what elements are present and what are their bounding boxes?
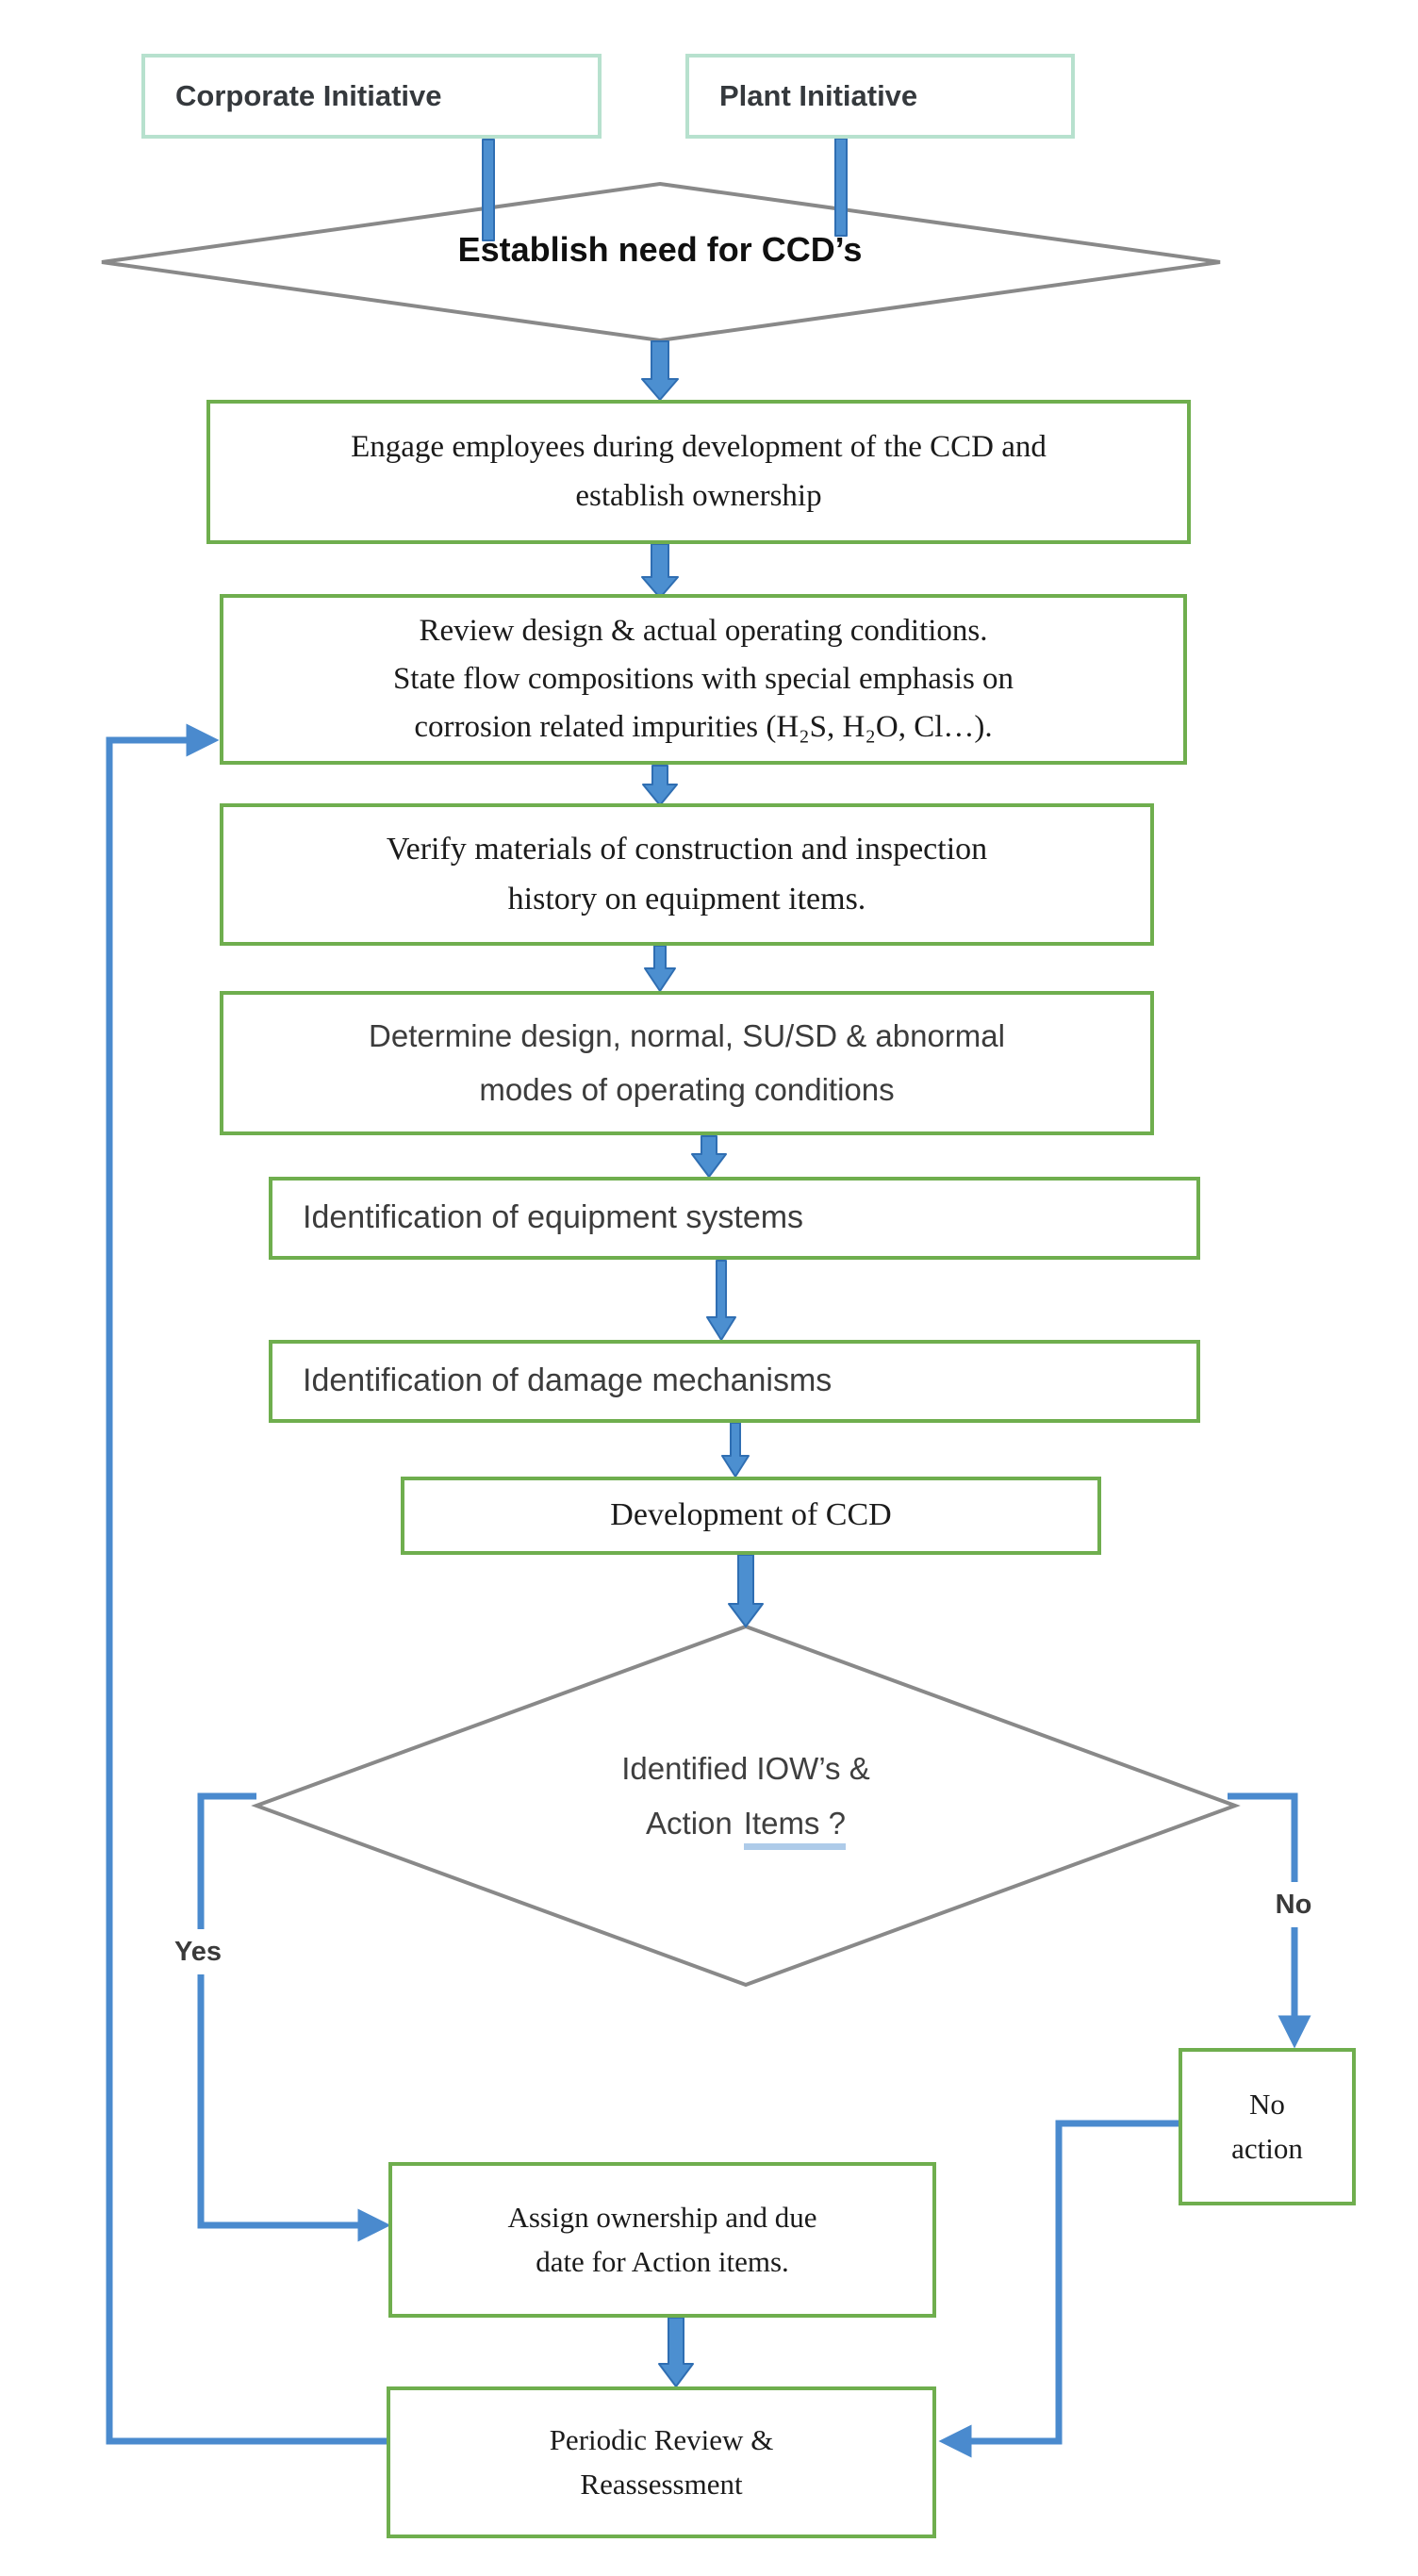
- node-engage-line2: establish ownership: [575, 478, 822, 513]
- node-identification-damage: Identification of damage mechanisms: [269, 1340, 1200, 1423]
- node-no-action-line2: action: [1231, 2131, 1303, 2165]
- connector-no-branch: [1228, 1792, 1311, 2049]
- node-identified-iow-line2-underlined: Items ?: [743, 1806, 846, 1850]
- connector-feedback-loop: [106, 723, 387, 2445]
- arrow-review-to-verify: [642, 765, 678, 806]
- node-assign-ownership: Assign ownership and due date for Action…: [388, 2162, 936, 2318]
- arrow-verify-to-determine: [644, 945, 676, 992]
- node-establish-need-label: Establish need for CCD’s: [457, 230, 863, 269]
- connector-noaction-to-periodic: [938, 2120, 1179, 2458]
- node-verify-line1: Verify materials of construction and ins…: [386, 831, 988, 867]
- node-review-design: Review design & actual operating conditi…: [220, 594, 1187, 765]
- node-identified-iow-line2: Action Items ?: [646, 1796, 846, 1851]
- node-determine-line1: Determine design, normal, SU/SD & abnorm…: [369, 1018, 1005, 1054]
- node-periodic-line1: Periodic Review &: [549, 2423, 774, 2456]
- node-determine-line2: modes of operating conditions: [479, 1071, 895, 1107]
- edge-label-yes: Yes: [160, 1929, 236, 1974]
- node-determine-modes: Determine design, normal, SU/SD & abnorm…: [220, 991, 1154, 1135]
- node-verify-line2: history on equipment items.: [507, 881, 866, 916]
- edge-label-no: No: [1256, 1882, 1331, 1927]
- arrow-diamond1-to-engage: [641, 340, 679, 401]
- node-no-action-line1: No: [1249, 2088, 1285, 2121]
- node-plant-initiative: Plant Initiative: [685, 54, 1075, 139]
- diamond-identified-iow: [251, 1624, 1241, 1988]
- node-periodic-review: Periodic Review & Reassessment: [387, 2386, 936, 2538]
- node-engage-line1: Engage employees during development of t…: [351, 430, 1047, 465]
- node-identified-iow-label: Identified IOW’s & Action Items ?: [416, 1721, 1076, 1872]
- node-identification-equipment: Identification of equipment systems: [269, 1177, 1200, 1260]
- stub-corporate-to-diamond1: [482, 139, 495, 241]
- node-engage-employees: Engage employees during development of t…: [206, 400, 1191, 544]
- stub-plant-to-diamond1: [834, 138, 848, 237]
- arrow-engage-to-review: [641, 543, 679, 599]
- node-assign-line2: date for Action items.: [536, 2244, 789, 2278]
- node-corporate-initiative: Corporate Initiative: [141, 54, 602, 139]
- arrow-damage-to-development: [721, 1422, 750, 1478]
- node-corporate-initiative-label: Corporate Initiative: [175, 79, 442, 112]
- node-identified-iow-line2-prefix: Action: [646, 1806, 733, 1841]
- node-identification-damage-label: Identification of damage mechanisms: [303, 1362, 833, 1399]
- node-plant-initiative-label: Plant Initiative: [719, 79, 918, 112]
- arrow-equipment-to-damage: [706, 1260, 736, 1341]
- node-review-line1: Review design & actual operating conditi…: [419, 613, 988, 648]
- node-periodic-line2: Reassessment: [580, 2467, 743, 2501]
- node-no-action: No action: [1179, 2048, 1356, 2205]
- node-identified-iow-line1: Identified IOW’s &: [621, 1751, 870, 1787]
- node-verify-materials: Verify materials of construction and ins…: [220, 803, 1154, 946]
- node-identification-equipment-label: Identification of equipment systems: [303, 1199, 804, 1236]
- node-review-line2: State flow compositions with special emp…: [392, 661, 1014, 696]
- node-development-ccd: Development of CCD: [401, 1477, 1101, 1555]
- node-development-ccd-label: Development of CCD: [610, 1497, 892, 1533]
- arrow-assign-to-periodic: [658, 2317, 694, 2387]
- node-assign-line1: Assign ownership and due: [507, 2201, 817, 2234]
- arrow-determine-to-equipment: [691, 1135, 727, 1178]
- arrow-development-to-diamond2: [728, 1554, 764, 1627]
- node-review-line3: corrosion related impurities (H₂S, H₂O, …: [414, 710, 993, 745]
- connector-yes-branch: [197, 1792, 391, 2242]
